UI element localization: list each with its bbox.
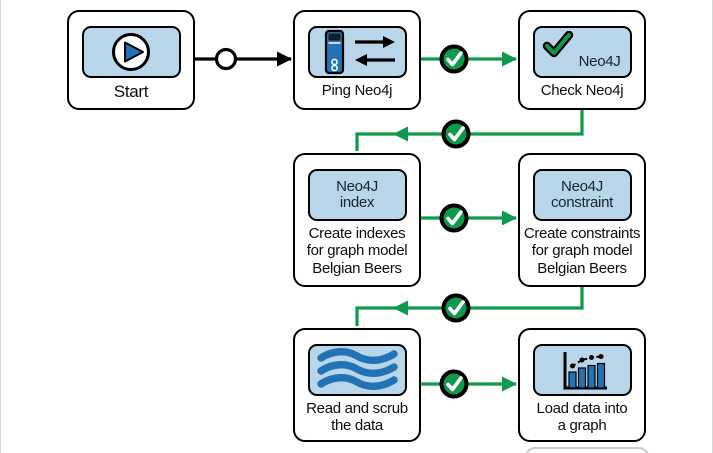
node-label: Start — [113, 82, 149, 101]
connector-ping-check — [421, 51, 517, 67]
node-label: Check Neo4j — [540, 82, 624, 99]
node-read-scrub[interactable]: Read and scrub the data — [293, 328, 421, 442]
connector-port-circle — [214, 47, 238, 71]
connector-indexes-constraints — [421, 210, 517, 226]
waves-icon — [307, 344, 407, 396]
node-load-graph[interactable]: Load data into a graph — [518, 328, 646, 442]
neo4j-index-badge: Neo4J index — [307, 169, 407, 221]
node-label: Read and scrub the data — [306, 400, 408, 435]
success-badge — [441, 119, 471, 149]
connector-scrub-load — [421, 376, 517, 392]
node-start[interactable]: Start — [67, 10, 195, 110]
connector-constraints-scrub — [355, 287, 584, 326]
success-badge — [439, 369, 469, 399]
node-check-neo4j[interactable]: Neo4J Check Neo4j — [518, 10, 646, 110]
node-partial-bottom[interactable] — [525, 447, 649, 453]
success-badge — [441, 293, 471, 323]
connector-start-ping — [194, 47, 292, 71]
success-badge — [439, 203, 469, 233]
neo4j-text: Neo4J — [578, 53, 621, 70]
node-create-constraints[interactable]: Neo4J constraint Create constraints for … — [518, 153, 646, 287]
neo4j-index-text: Neo4J index — [336, 177, 378, 211]
neo4j-constraint-badge: Neo4J constraint — [532, 169, 632, 221]
node-create-indexes[interactable]: Neo4J index Create indexes for graph mod… — [293, 153, 421, 287]
server-ping-icon — [307, 26, 407, 78]
node-ping-neo4j[interactable]: Ping Neo4j — [293, 10, 421, 110]
node-label: Create indexes for graph model Belgian B… — [306, 225, 408, 277]
node-label: Load data into a graph — [536, 400, 628, 435]
play-icon — [81, 26, 181, 78]
bar-chart-icon — [532, 344, 632, 396]
success-badge — [439, 44, 469, 74]
node-label: Ping Neo4j — [321, 82, 393, 99]
node-label: Create constraints for graph model Belgi… — [523, 225, 641, 277]
checkmark-icon: Neo4J — [532, 26, 632, 78]
connector-check-indexes — [355, 110, 584, 151]
neo4j-constraint-text: Neo4J constraint — [550, 177, 614, 211]
